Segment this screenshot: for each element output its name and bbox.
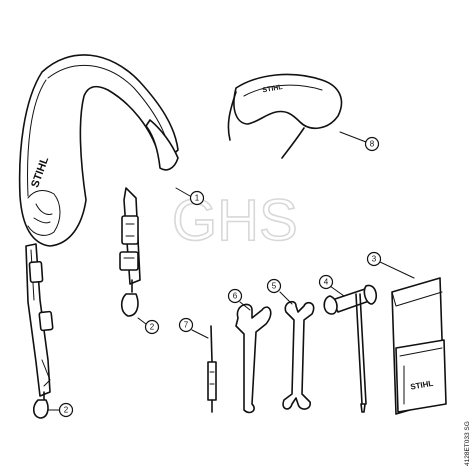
callout-8-label: 8 bbox=[370, 140, 375, 149]
harness-drawing: STIHL bbox=[18, 54, 179, 419]
callout-5: 5 bbox=[266, 278, 282, 294]
callout-6-label: 6 bbox=[233, 292, 238, 301]
open-end-wrench-5-drawing bbox=[282, 300, 315, 410]
drawing-code: 4128ET033 SG bbox=[464, 421, 471, 466]
glasses-brand-label: STIHL bbox=[262, 84, 284, 95]
open-end-wrench-6-drawing bbox=[235, 303, 272, 414]
callout-2b-label: 2 bbox=[64, 406, 69, 415]
callout-8: 8 bbox=[364, 136, 380, 152]
callout-1-label: 1 bbox=[195, 194, 200, 203]
screwdriver-drawing bbox=[207, 325, 217, 413]
callout-7: 7 bbox=[178, 317, 194, 333]
leader-lines bbox=[47, 131, 415, 411]
callout-3-label: 3 bbox=[372, 255, 377, 264]
callout-4-label: 4 bbox=[324, 278, 329, 287]
pouch-brand-label: STIHL bbox=[410, 379, 434, 392]
glasses-drawing: STIHL bbox=[227, 73, 343, 159]
callout-7-label: 7 bbox=[184, 321, 189, 330]
callout-2a-label: 2 bbox=[150, 323, 155, 332]
pouch-drawing: STIHL bbox=[391, 277, 447, 415]
callout-3: 3 bbox=[366, 251, 382, 267]
callout-5-label: 5 bbox=[272, 282, 277, 291]
callout-2a: 2 bbox=[144, 319, 160, 335]
combination-wrench-drawing bbox=[323, 284, 378, 413]
callout-1: 1 bbox=[189, 190, 205, 206]
callout-4: 4 bbox=[318, 274, 334, 290]
callout-2b: 2 bbox=[58, 402, 74, 418]
callout-6: 6 bbox=[227, 288, 243, 304]
